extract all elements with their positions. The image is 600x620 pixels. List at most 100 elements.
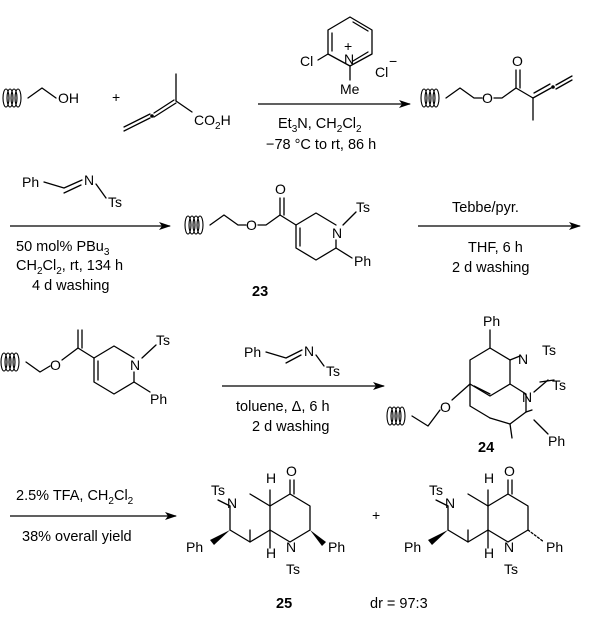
imine-phenyl-label: Ph: [244, 344, 261, 360]
h-label-bottom: H: [484, 545, 494, 561]
compound-24: Ph N Ts O N Ts Ph 24: [411, 313, 566, 456]
resin-bead-icon: [386, 406, 406, 426]
imine-n-label: N: [304, 343, 314, 359]
resin-loop: [0, 352, 8, 372]
ring-n-label: N: [332, 225, 342, 241]
resin-bead-icon: [184, 215, 204, 235]
phenyl-label-left: Ph: [186, 539, 203, 555]
imine-n-label: N: [84, 172, 94, 188]
compound-number: 25: [276, 596, 292, 612]
acid-label: CO2H: [194, 112, 231, 132]
imine-phenyl-label: Ph: [22, 174, 39, 190]
resin-loop: [428, 88, 436, 108]
n-label-bottom: N: [504, 539, 514, 555]
n2-label: N: [522, 389, 532, 405]
imine-tosyl-label: Ts: [108, 194, 122, 210]
conditions-2c: 4 d washing: [32, 278, 109, 294]
phenyl-label-bottom: Ph: [548, 433, 565, 449]
compound-25-major: Ts N H O Ph H N Ph Ts: [186, 463, 345, 577]
h-label-bottom: H: [266, 545, 276, 561]
enol-oxygen-label: O: [440, 399, 451, 415]
resin-loop: [420, 88, 428, 108]
hydroxyl-label: OH: [58, 90, 79, 106]
tosyl-imine-reagent: Ph N Ts: [244, 343, 340, 379]
tosyl-label-top: Ts: [429, 482, 443, 498]
n-label-top: N: [227, 495, 237, 511]
enol-oxygen-label: O: [50, 357, 61, 373]
compound-23: O O N Ts Ph 23: [209, 181, 371, 300]
resin-loop: [196, 215, 204, 235]
conditions-4a: toluene, Δ, 6 h: [236, 399, 330, 415]
carbonyl-oxygen-label: O: [512, 53, 523, 69]
chloride-charge: −: [389, 53, 397, 69]
h-label-top: H: [266, 470, 276, 486]
conditions-2a: 50 mol% PBu3: [16, 239, 110, 258]
resin-loop: [394, 406, 402, 426]
methyl-label: Me: [340, 81, 360, 97]
conditions-5b: 38% overall yield: [22, 529, 132, 545]
chloride-label: Cl: [375, 64, 388, 80]
conditions-3a: Tebbe/pyr.: [452, 200, 519, 216]
resin-loop: [424, 88, 432, 108]
tosyl-label-top: Ts: [542, 342, 556, 358]
phenyl-label: Ph: [150, 391, 167, 407]
tosyl-label: Ts: [156, 332, 170, 348]
resin-loop: [6, 88, 14, 108]
plus-sign: +: [372, 507, 380, 523]
resin-bead-icon: [0, 352, 20, 372]
conditions-2b: CH2Cl2, rt, 134 h: [16, 258, 123, 277]
conditions-3c: 2 d washing: [452, 260, 529, 276]
resin-loop: [192, 215, 200, 235]
ester-oxygen-label: O: [246, 217, 257, 233]
resin-loop: [12, 352, 20, 372]
n-label-bottom: N: [286, 539, 296, 555]
resin-loop: [390, 406, 398, 426]
conditions-4b: 2 d washing: [252, 419, 329, 435]
chloro-label: Cl: [300, 53, 313, 69]
carbonyl-oxygen-label: O: [275, 181, 286, 197]
mukaiyama-reagent: Cl N + Me Cl −: [300, 16, 397, 97]
carbonyl-oxygen-label: O: [286, 463, 297, 479]
tosyl-label-top: Ts: [211, 482, 225, 498]
n-label-top: N: [445, 495, 455, 511]
resin-linked-alcohol: OH: [27, 87, 79, 106]
conditions-1a: Et3N, CH2Cl2: [278, 116, 362, 135]
resin-loop: [386, 406, 394, 426]
resin-bead-icon: [2, 88, 22, 108]
resin-loop: [188, 215, 196, 235]
resin-loop: [14, 88, 22, 108]
phenyl-label-right: Ph: [546, 539, 563, 555]
compound-number: 23: [252, 284, 268, 300]
conditions-1b: −78 °C to rt, 86 h: [266, 137, 376, 153]
resin-loop: [8, 352, 16, 372]
enol-ether-intermediate: O N Ts Ph: [25, 329, 170, 407]
diastereomeric-ratio: dr = 97:3: [370, 596, 428, 612]
resin-loop: [10, 88, 18, 108]
pyridinium-charge: +: [344, 38, 352, 54]
allenic-acid: CO2H: [123, 73, 231, 132]
resin-loop: [398, 406, 406, 426]
n1-label: N: [518, 351, 528, 367]
conditions-5a: 2.5% TFA, CH2Cl2: [16, 488, 134, 507]
allenic-ester-product: O O: [445, 53, 573, 121]
compound-25-minor: Ts N H O Ph H N Ph Ts: [404, 463, 563, 577]
phenyl-label-right: Ph: [328, 539, 345, 555]
phenyl-label-left: Ph: [404, 539, 421, 555]
tosyl-label: Ts: [356, 199, 370, 215]
ring-n-label: N: [130, 357, 140, 373]
plus-sign: +: [112, 89, 120, 105]
tosyl-label-bottom: Ts: [552, 377, 566, 393]
ester-oxygen-label: O: [482, 90, 493, 106]
resin-loop: [4, 352, 12, 372]
resin-loop: [432, 88, 440, 108]
resin-loop: [184, 215, 192, 235]
h-label-top: H: [484, 470, 494, 486]
phenyl-label: Ph: [354, 253, 371, 269]
carbonyl-oxygen-label: O: [504, 463, 515, 479]
compound-number: 24: [478, 440, 494, 456]
resin-bead-icon: [420, 88, 440, 108]
imine-tosyl-label: Ts: [326, 363, 340, 379]
resin-loop: [2, 88, 10, 108]
tosyl-imine-reagent: Ph N Ts: [22, 172, 122, 210]
